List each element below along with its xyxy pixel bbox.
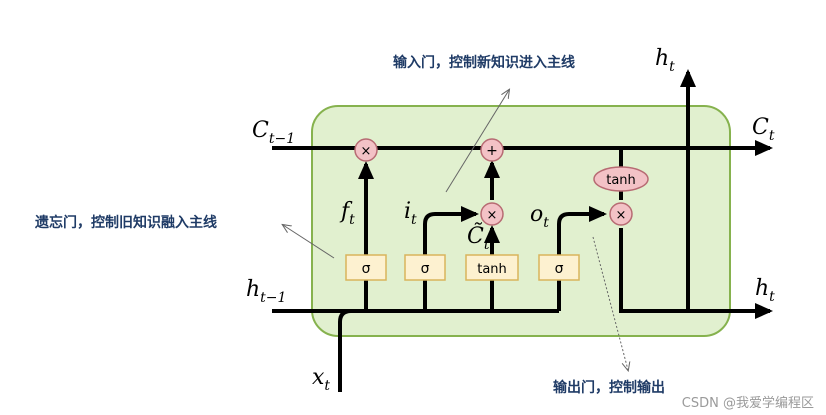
forget-gate-label: σ: [362, 261, 371, 277]
lstm-cell-box: [311, 105, 731, 337]
output-annotation-pointer: [592, 236, 628, 370]
input-gate-label: σ: [421, 261, 430, 277]
c-next-label: Ct: [752, 115, 775, 144]
output-gate-arrow: [557, 206, 607, 255]
o-gate-label: ot: [530, 202, 549, 231]
hidden-output-line: [619, 228, 773, 319]
forget-gate-annotation: 遗忘门，控制旧知识融入主线: [35, 215, 217, 231]
c-prev-label: Ct−1: [252, 118, 295, 147]
i-gate-label: it: [404, 199, 417, 228]
forget-multiply-op: [354, 138, 378, 162]
input-multiply-op: [480, 202, 504, 226]
cell-tanh-op: [593, 166, 649, 192]
input-gate-annotation: 输入门，控制新知识进入主线: [393, 55, 575, 71]
input-multiply-symbol: ×: [487, 208, 498, 223]
input-annotation-pointer: [445, 90, 509, 193]
forget-annotation-pointer: [283, 225, 335, 259]
add-op: [480, 138, 504, 162]
input-gate-arrow: [423, 206, 479, 255]
output-multiply-symbol: ×: [616, 208, 627, 223]
output-multiply-op: [609, 202, 633, 226]
x-input-line: [338, 309, 352, 392]
x-in-label: xt: [312, 365, 330, 394]
candidate-gate-label: tanh: [477, 262, 507, 277]
input-gate-box: [404, 254, 446, 281]
watermark: CSDN @我爱学编程区: [681, 396, 814, 411]
h-top-label: ht: [655, 46, 675, 75]
add-symbol: +: [486, 143, 498, 159]
forget-multiply-symbol: ×: [361, 144, 372, 159]
candidate-gate-box: [465, 254, 519, 281]
c-tilde-label: C̃t: [467, 223, 490, 253]
output-gate-box: [538, 254, 580, 281]
cell-tanh-label: tanh: [606, 173, 636, 188]
output-gate-label: σ: [555, 261, 564, 277]
h-next-label: ht: [755, 276, 775, 305]
forget-gate-box: [345, 254, 387, 281]
h-prev-label: ht−1: [246, 277, 286, 306]
output-gate-annotation: 输出门，控制输出: [553, 380, 665, 396]
